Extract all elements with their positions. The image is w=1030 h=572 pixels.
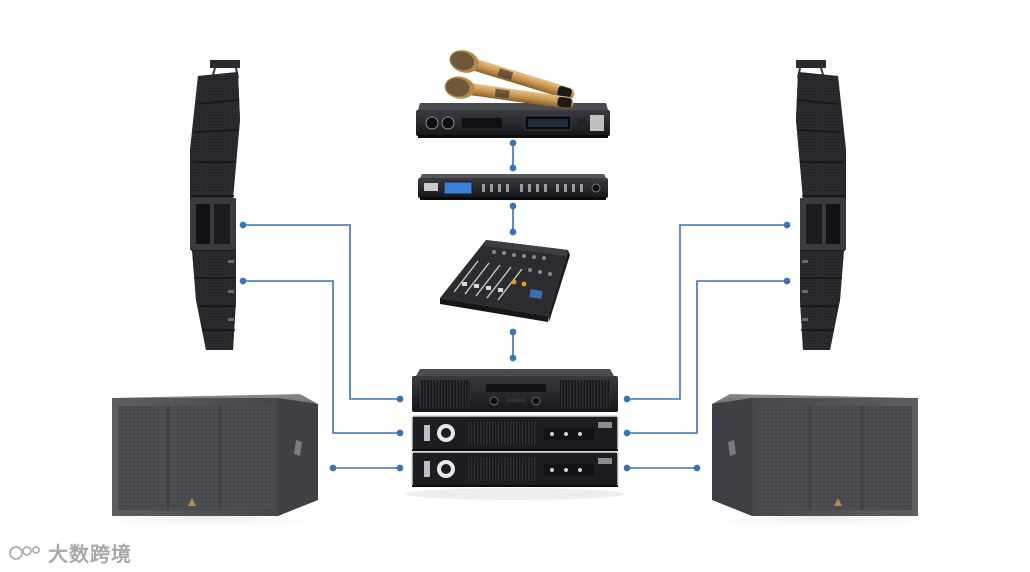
handheld-microphones	[444, 50, 575, 109]
amplifier-icon	[411, 415, 619, 451]
wireless-mic-receiver-icon	[416, 50, 610, 138]
watermark: 大数跨境	[8, 538, 132, 567]
amplifier-icon	[412, 369, 618, 412]
connector-left-array-upper	[239, 221, 404, 403]
amplifier-icon	[411, 451, 619, 487]
connector-right-array-upper	[623, 221, 791, 403]
subwoofer-icon	[100, 394, 320, 536]
line-array-speaker-icon	[190, 60, 240, 350]
connector-right-array-lower	[623, 277, 791, 437]
amplifier-rack	[405, 369, 625, 500]
dsp-processor-icon	[418, 174, 608, 200]
connector-left-array-lower	[239, 277, 404, 437]
watermark-logo-icon	[9, 545, 40, 560]
subwoofer-icon	[710, 394, 930, 536]
mixer-icon	[440, 240, 570, 322]
connector-lines	[239, 139, 791, 472]
watermark-text: 大数跨境	[48, 542, 132, 566]
line-array-speaker-icon	[796, 60, 846, 350]
